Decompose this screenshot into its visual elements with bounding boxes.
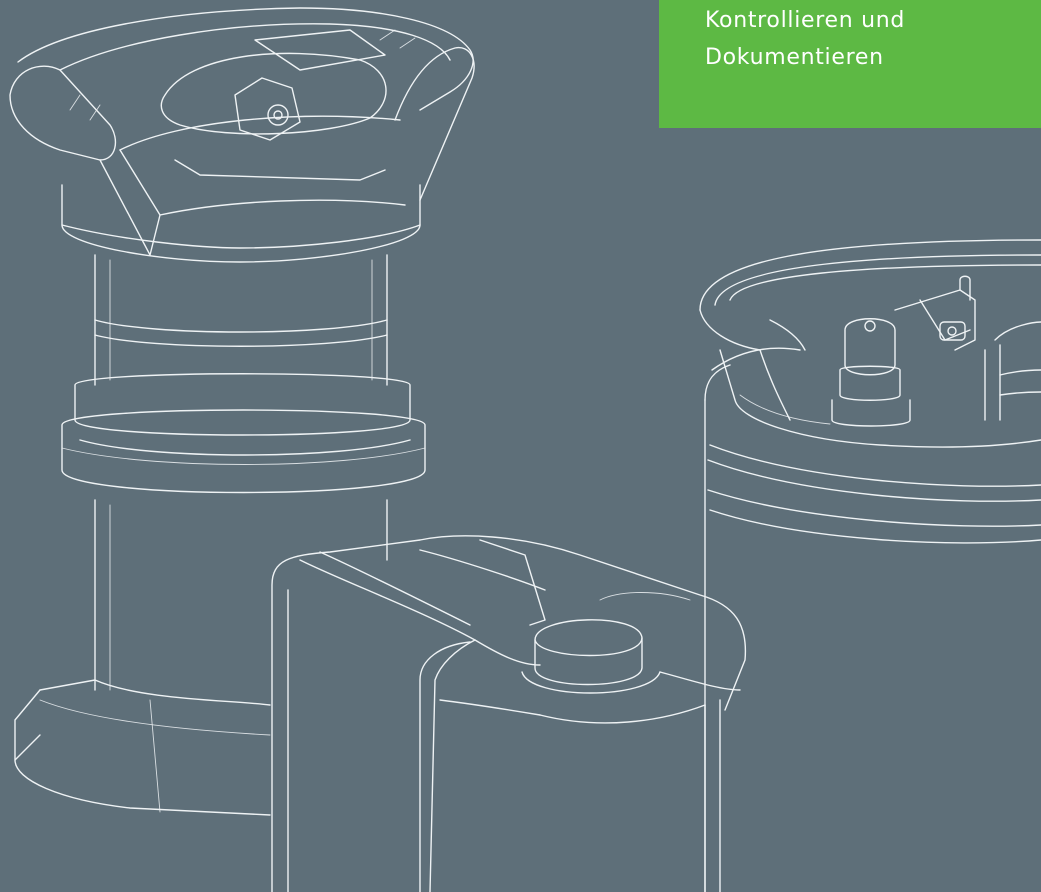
jerrycan-icon [271, 535, 747, 892]
label-line-2: Dokumentieren [705, 45, 884, 70]
label-line-1: Kontrollieren und [705, 8, 906, 33]
section-label: Kontrollieren und Dokumentieren [659, 0, 1041, 128]
dispenser-valve-icon [9, 7, 475, 816]
keg-icon [699, 239, 1041, 892]
